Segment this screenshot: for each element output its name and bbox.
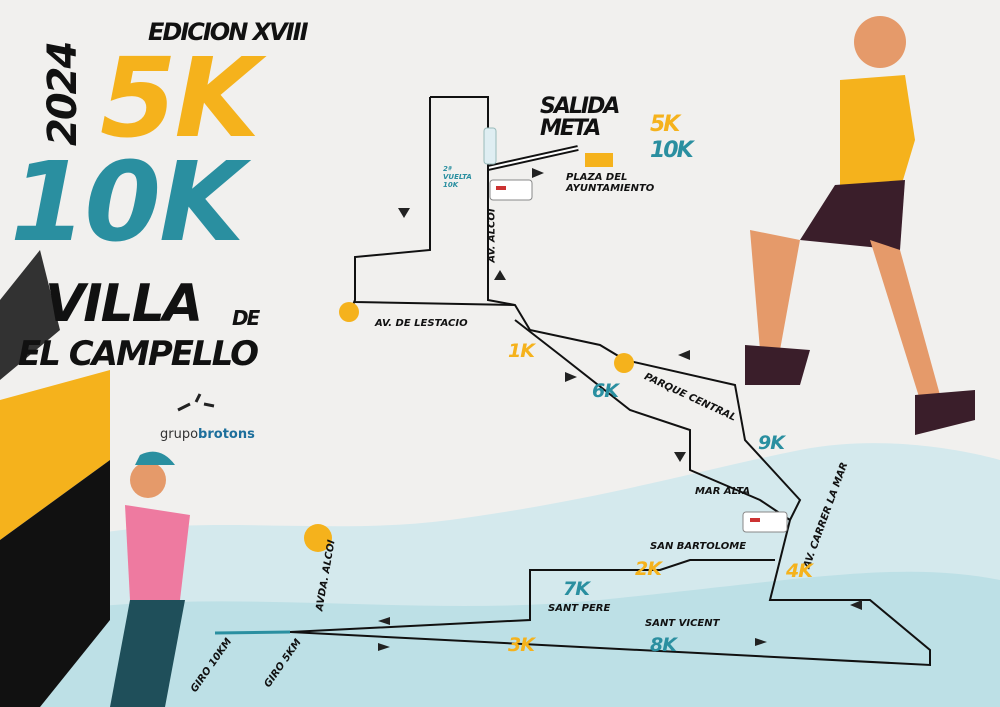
refreshment-point-icon xyxy=(614,353,634,373)
title-de: DE xyxy=(232,306,260,330)
km-marker-6: 6K xyxy=(592,380,619,402)
label-av-lestacio: AV. DE LESTACIO xyxy=(375,318,468,329)
label-sant-pere: SANT PERE xyxy=(548,603,611,614)
title-town: EL CAMPELLO xyxy=(18,334,259,374)
label-av-alcoi: AV. ALCOI xyxy=(486,208,498,263)
refreshment-point-icon xyxy=(339,302,359,322)
title-5k: 5K xyxy=(100,34,260,162)
runner-illustration-man xyxy=(745,16,975,435)
turnaround-segment xyxy=(214,630,291,635)
refreshment-point-icon xyxy=(304,524,332,552)
water-bottle-icon xyxy=(483,127,497,165)
plaza-marker xyxy=(585,153,613,167)
start-10k: 10K xyxy=(650,138,694,163)
ambulance-icon xyxy=(742,511,788,533)
ink-splash xyxy=(0,250,60,380)
edition-label: EDICION XVIII xyxy=(148,18,308,46)
km-marker-8: 8K xyxy=(650,634,677,656)
km-marker-3: 3K xyxy=(508,634,535,656)
label-san-bartolome: SAN BARTOLOME xyxy=(650,541,747,552)
km-marker-2: 2K xyxy=(635,558,662,580)
runner-illustration-woman xyxy=(110,451,190,707)
title-villa: VILLA xyxy=(45,274,203,334)
label-sant-vicent: SANT VICENT xyxy=(645,618,720,629)
km-marker-7: 7K xyxy=(563,578,590,600)
km-marker-4: 4K xyxy=(786,560,813,582)
ambulance-icon xyxy=(489,179,533,201)
label-mar-alta: MAR ALTA xyxy=(695,486,751,497)
yellow-shape xyxy=(0,370,110,540)
route-lines xyxy=(289,96,931,667)
km-marker-9: 9K xyxy=(758,432,785,454)
km-marker-1: 1K xyxy=(508,340,535,362)
label-plaza: PLAZA DEL AYUNTAMIENTO xyxy=(566,172,655,194)
start-5k: 5K xyxy=(650,112,680,137)
direction-arrow-icon xyxy=(378,168,862,651)
title-10k: 10K xyxy=(10,138,244,266)
black-shape xyxy=(0,460,110,707)
label-vuelta-10k: 2ª VUELTA 10K xyxy=(443,165,472,189)
sponsor-logo: grupobrotons xyxy=(160,427,255,442)
